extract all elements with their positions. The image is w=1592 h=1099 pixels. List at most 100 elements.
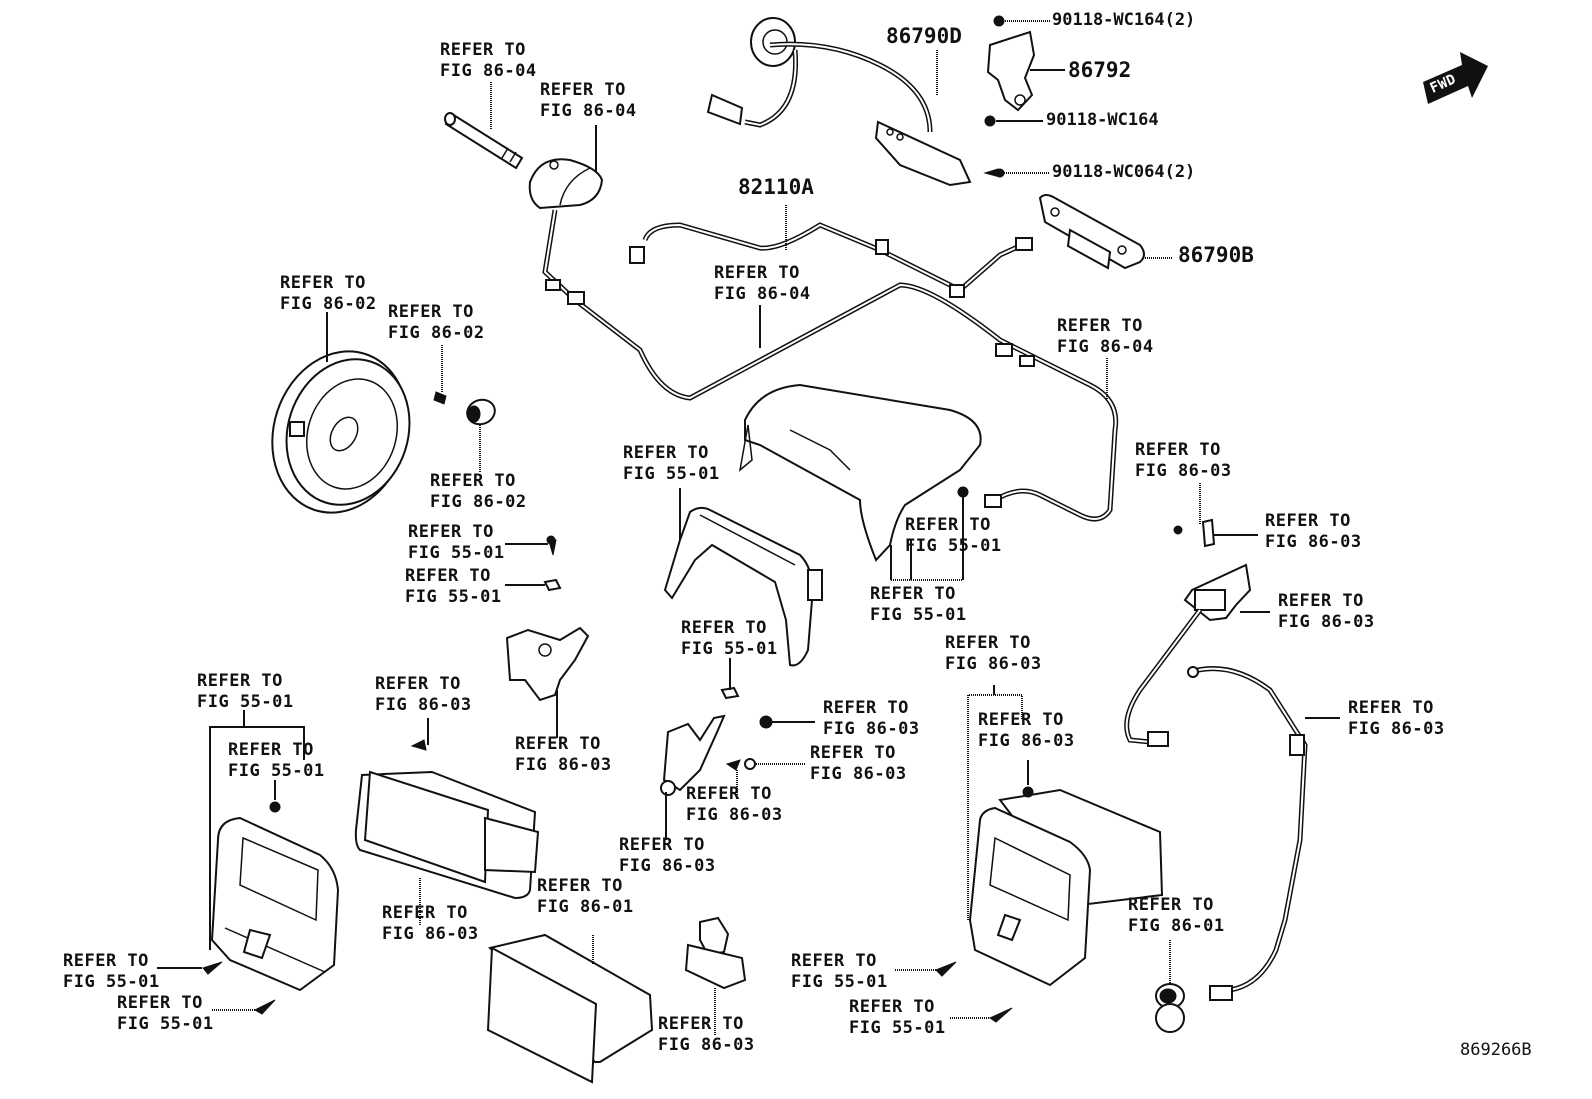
- bracket-small[interactable]: [661, 716, 724, 795]
- screw-90118-WC064-2[interactable]: [985, 169, 1004, 177]
- ref-line2: FIG 55-01: [228, 761, 325, 781]
- ref-line1: REFER TO: [870, 584, 956, 604]
- ref-line2: FIG 55-01: [681, 639, 778, 659]
- right-screw-2[interactable]: [990, 1008, 1012, 1022]
- antenna-rod[interactable]: [445, 113, 522, 168]
- instrument-hood[interactable]: [740, 385, 981, 560]
- hood-clip[interactable]: [958, 487, 968, 497]
- ref-line2: FIG 55-01: [408, 543, 505, 563]
- ref-line2: FIG 86-04: [440, 61, 537, 81]
- antenna-base[interactable]: [530, 159, 602, 208]
- ref-line1: REFER TO: [905, 515, 991, 535]
- screw-55-01[interactable]: [547, 536, 556, 555]
- ref-line1: REFER TO: [63, 951, 149, 971]
- ref-line2: FIG 86-03: [1265, 532, 1362, 552]
- part-number-90118-WC064-2: 90118-WC064(2): [1052, 162, 1196, 182]
- clip-right-screw[interactable]: [1174, 526, 1182, 534]
- left-screw-2[interactable]: [255, 1000, 275, 1014]
- left-screw-1[interactable]: [203, 962, 222, 974]
- ref-line1: REFER TO: [540, 80, 626, 100]
- speaker-screw[interactable]: [434, 392, 446, 404]
- ref-line1: REFER TO: [978, 710, 1064, 730]
- harness-82110A[interactable]: [630, 225, 1032, 297]
- screw-c[interactable]: [727, 760, 740, 770]
- ref-line2: FIG 55-01: [623, 464, 720, 484]
- radio-unit[interactable]: [488, 935, 652, 1082]
- ref-line2: FIG 55-01: [849, 1018, 946, 1038]
- bezel-left-clip[interactable]: [270, 802, 280, 812]
- bracket-mid[interactable]: [507, 628, 588, 700]
- aux-cable[interactable]: [1127, 610, 1200, 746]
- right-screw-1[interactable]: [936, 962, 956, 976]
- ref-line2: FIG 86-03: [375, 695, 472, 715]
- ref-line2: FIG 86-03: [686, 805, 783, 825]
- ref-line2: FIG 86-03: [978, 731, 1075, 751]
- switch[interactable]: [686, 918, 745, 988]
- bezel-right[interactable]: [970, 790, 1162, 985]
- ref-line1: REFER TO: [1128, 895, 1214, 915]
- nut-90118-WC164[interactable]: [985, 116, 995, 126]
- clip-55-01[interactable]: [545, 580, 560, 590]
- usb-port[interactable]: [1156, 984, 1184, 1032]
- ref-line2: FIG 86-02: [388, 323, 485, 343]
- center-panel-frame[interactable]: [665, 508, 822, 666]
- bezel-right-clip[interactable]: [1023, 787, 1033, 797]
- bolt-b[interactable]: [745, 759, 755, 769]
- nut-90118-WC164-2[interactable]: [994, 16, 1004, 26]
- bezel-left[interactable]: [212, 818, 338, 990]
- display-unit[interactable]: [356, 772, 538, 898]
- tweeter[interactable]: [464, 396, 499, 428]
- speaker[interactable]: [252, 334, 428, 531]
- part-number-90118-WC164: 90118-WC164: [1046, 110, 1159, 130]
- bracket-86792[interactable]: [988, 32, 1034, 110]
- clip-right[interactable]: [1203, 520, 1214, 546]
- display-screw[interactable]: [412, 740, 426, 750]
- usb-cable[interactable]: [1188, 667, 1305, 1000]
- ref-line1: REFER TO: [619, 835, 705, 855]
- camera-86790B[interactable]: [1040, 195, 1144, 268]
- bolt-a[interactable]: [760, 716, 772, 728]
- leader-line: [210, 727, 304, 950]
- ref-line1: REFER TO: [440, 40, 526, 60]
- ref-line1: REFER TO: [430, 471, 516, 491]
- antenna-cable[interactable]: [545, 210, 1116, 519]
- bracket-right[interactable]: [1185, 565, 1250, 620]
- ref-line2: FIG 86-03: [823, 719, 920, 739]
- camera-cable-86790D[interactable]: [708, 18, 970, 185]
